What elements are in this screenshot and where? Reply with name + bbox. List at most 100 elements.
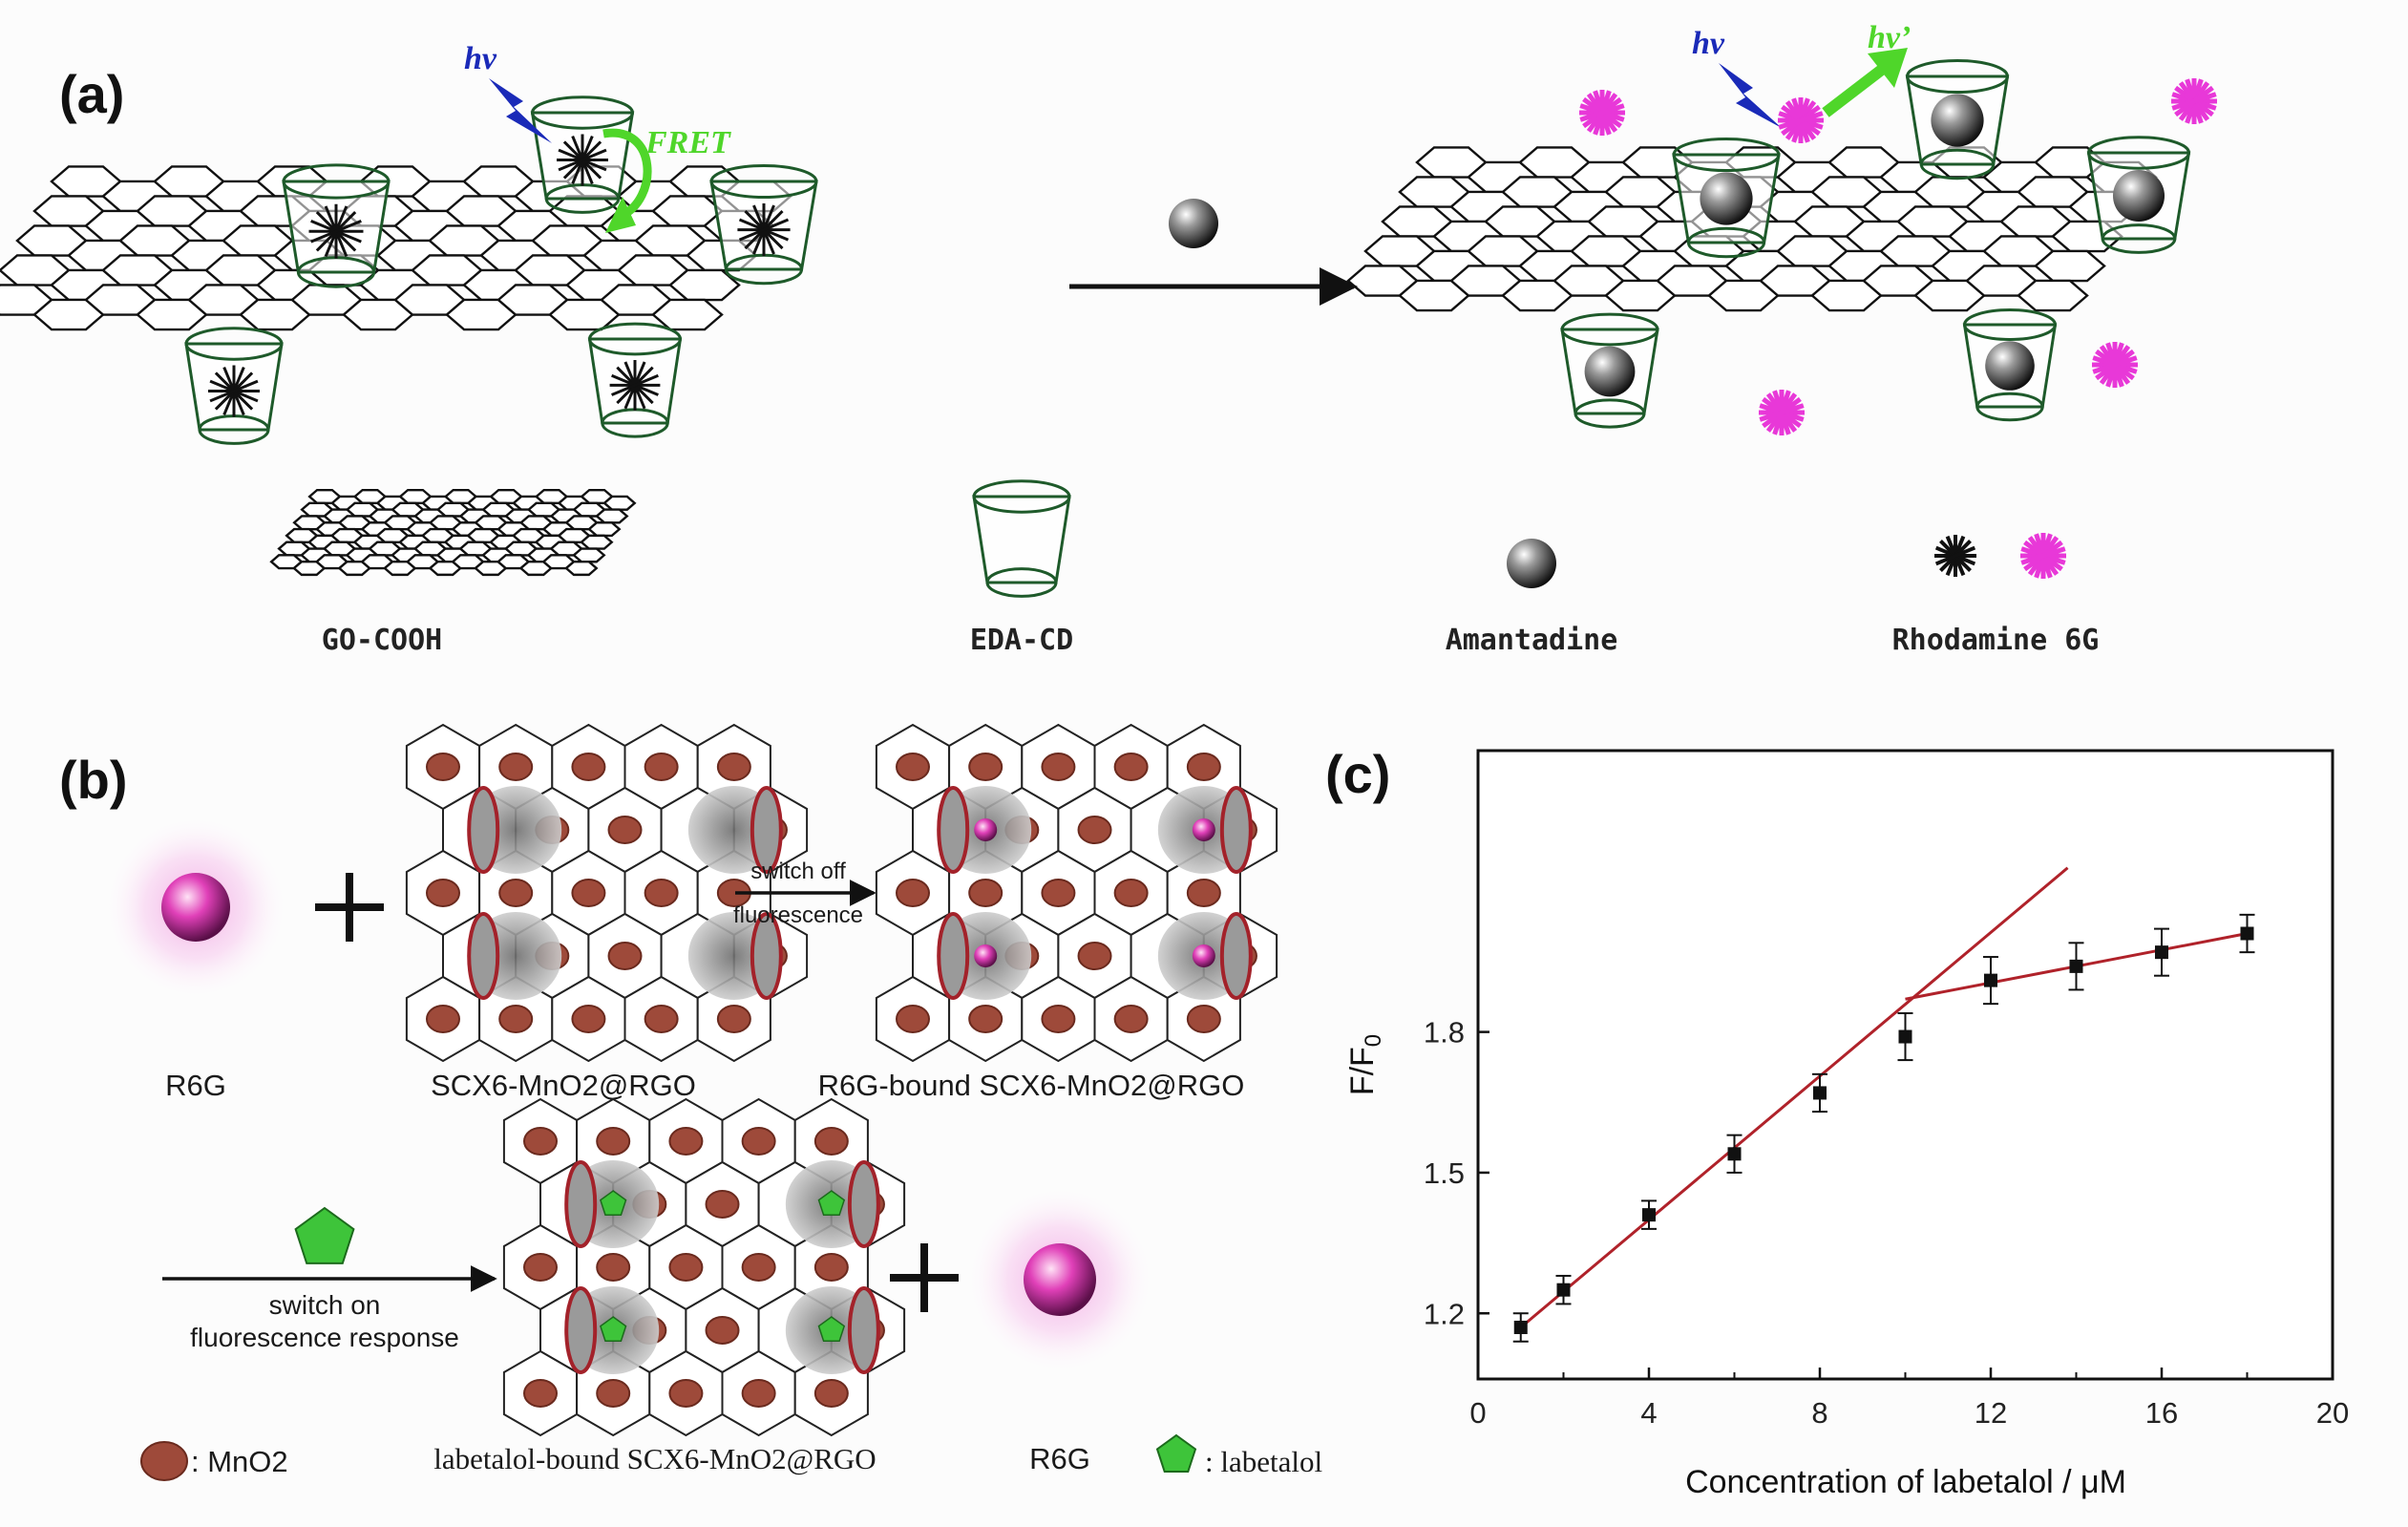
hv-prime-label: hv’ (1868, 20, 1911, 55)
emission-arrowhead-icon (1868, 48, 1908, 88)
data-marker (2069, 959, 2083, 973)
mno2-particle-icon (498, 879, 534, 907)
mno2-particle-icon (896, 753, 930, 781)
y-tick-label: 1.8 (1424, 1016, 1465, 1050)
hv-excitation-left: hv (464, 41, 552, 143)
rhodamine-dye-icon (208, 365, 260, 417)
free-rhodamine-dyes (1579, 78, 2217, 435)
scx6-rim-icon (750, 786, 783, 874)
legend-mno2: : MnO2 (191, 1445, 288, 1478)
scx6-cavity (564, 1160, 660, 1248)
x-tick-label: 20 (2316, 1396, 2349, 1430)
mno2-particle-icon (741, 1253, 776, 1282)
hexagon-cell (572, 547, 606, 563)
cyclodextrin-cup-icon (530, 95, 635, 214)
y-tick-label: 1.5 (1424, 1156, 1465, 1190)
bound-r6g-icon (1192, 818, 1215, 841)
r6g-molecule-released (964, 1184, 1155, 1375)
amantadine-ball-icon (1931, 94, 1984, 147)
hv-label-right: hv (1692, 26, 1725, 61)
data-marker (1898, 1029, 1912, 1044)
data-point (2239, 913, 2255, 954)
hexagon-cell (2034, 249, 2106, 283)
mno2-particle-icon (716, 753, 751, 781)
scx6-cavity (467, 786, 562, 874)
plus-sign-2 (890, 1243, 959, 1312)
mno2-particle-icon (741, 1127, 776, 1156)
mno2-particle-icon (644, 879, 679, 907)
cyclodextrin-cup-icon (1962, 308, 2058, 422)
scx6-rim-icon (750, 912, 783, 1000)
data-point (2068, 942, 2084, 991)
mno2-particle-icon (968, 1005, 1003, 1033)
panel-a: (a) hv FRET hv hv’ GO-COOH (0, 20, 2217, 657)
mno2-particle-icon (1186, 753, 1221, 781)
mno2-particle-icon (968, 753, 1003, 781)
legend-labetalol: : labetalol (1205, 1445, 1322, 1478)
data-marker (1813, 1086, 1827, 1100)
mno2-legend-icon (140, 1441, 188, 1481)
amantadine-ball-icon (1169, 199, 1218, 248)
mno2-particle-icon (1041, 753, 1076, 781)
composite-label: SCX6-MnO2@RGO (431, 1069, 696, 1102)
mno2-particle-icon (1113, 753, 1149, 781)
scx6-cavity (785, 1286, 880, 1374)
rhodamine-dye-icon (2171, 78, 2217, 124)
x-tick-label: 8 (1811, 1396, 1827, 1430)
mno2-particle-icon (523, 1253, 558, 1282)
bound-labetalol-icon (817, 1316, 846, 1343)
rhodamine-dye-icon (609, 360, 661, 411)
r6g-label-released: R6G (1029, 1442, 1090, 1475)
panel-b: (b) R6G SCX6-MnO2@RGO switch off fluores… (59, 723, 1322, 1481)
mno2-particle-icon (644, 753, 679, 781)
scx6-rim-icon (467, 912, 500, 1000)
legend-amantadine-ball-icon (1507, 539, 1556, 588)
legend-amantadine: Amantadine (1446, 624, 1618, 657)
mno2-particle-icon (596, 1379, 631, 1408)
legend-dye-icons (1934, 533, 2066, 579)
data-point (1641, 1199, 1657, 1230)
data-marker (1556, 1283, 1571, 1297)
data-marker (1984, 973, 1997, 987)
cyclodextrin-cup-icon (1560, 312, 1659, 429)
mno2-particle-icon (705, 1316, 740, 1345)
mno2-particle-icon (705, 1190, 740, 1219)
mno2-particle-icon (813, 1379, 849, 1408)
labetalol-arrow-group: switch on fluorescence response (162, 1206, 497, 1352)
rhodamine-dye-icon (1579, 90, 1625, 136)
mno2-particle-icon (896, 879, 930, 907)
mno2-particle-icon (813, 1127, 849, 1156)
r6g-label-left: R6G (165, 1069, 226, 1102)
scx6-rim-icon (1219, 912, 1253, 1000)
data-marker (1642, 1208, 1656, 1222)
x-tick-label: 0 (1469, 1396, 1486, 1430)
mno2-particle-icon (498, 753, 534, 781)
rhodamine-dye-icon (557, 134, 608, 186)
panel-a-tag: (a) (59, 64, 124, 124)
scx6-rim-icon (467, 786, 500, 874)
hexagon-cell (2017, 279, 2089, 312)
scx6-cavity (785, 1160, 880, 1248)
x-axis-title: Concentration of labetalol / μM (1685, 1464, 2126, 1500)
mno2-particle-icon (1186, 1005, 1221, 1033)
switch-off-line1: switch off (750, 859, 846, 884)
cyclodextrin-cup-icon (184, 327, 284, 445)
graphene-legend-icon (269, 488, 637, 577)
emission-arrow: hv’ (1822, 20, 1911, 117)
hexagon-cell (602, 495, 637, 511)
rhodamine-dye-icon (1759, 390, 1805, 435)
graphene-sheet-left (0, 165, 792, 331)
hv-label-left: hv (464, 41, 497, 76)
scx6-rim-icon (564, 1160, 598, 1248)
mno2-particle-icon (896, 1005, 930, 1033)
scx6-rim-icon (937, 912, 970, 1000)
data-point (1897, 1011, 1913, 1062)
fret-curve-icon (602, 128, 652, 221)
mno2-particle-icon (1041, 1005, 1076, 1033)
mno2-particle-icon (813, 1253, 849, 1282)
panel-c-tag: (c) (1325, 744, 1390, 804)
fret-arrowhead-icon (605, 197, 636, 233)
scx6-cavity (937, 786, 1032, 874)
legend-eda-cd: EDA-CD (970, 624, 1073, 657)
data-point (1512, 1312, 1529, 1343)
